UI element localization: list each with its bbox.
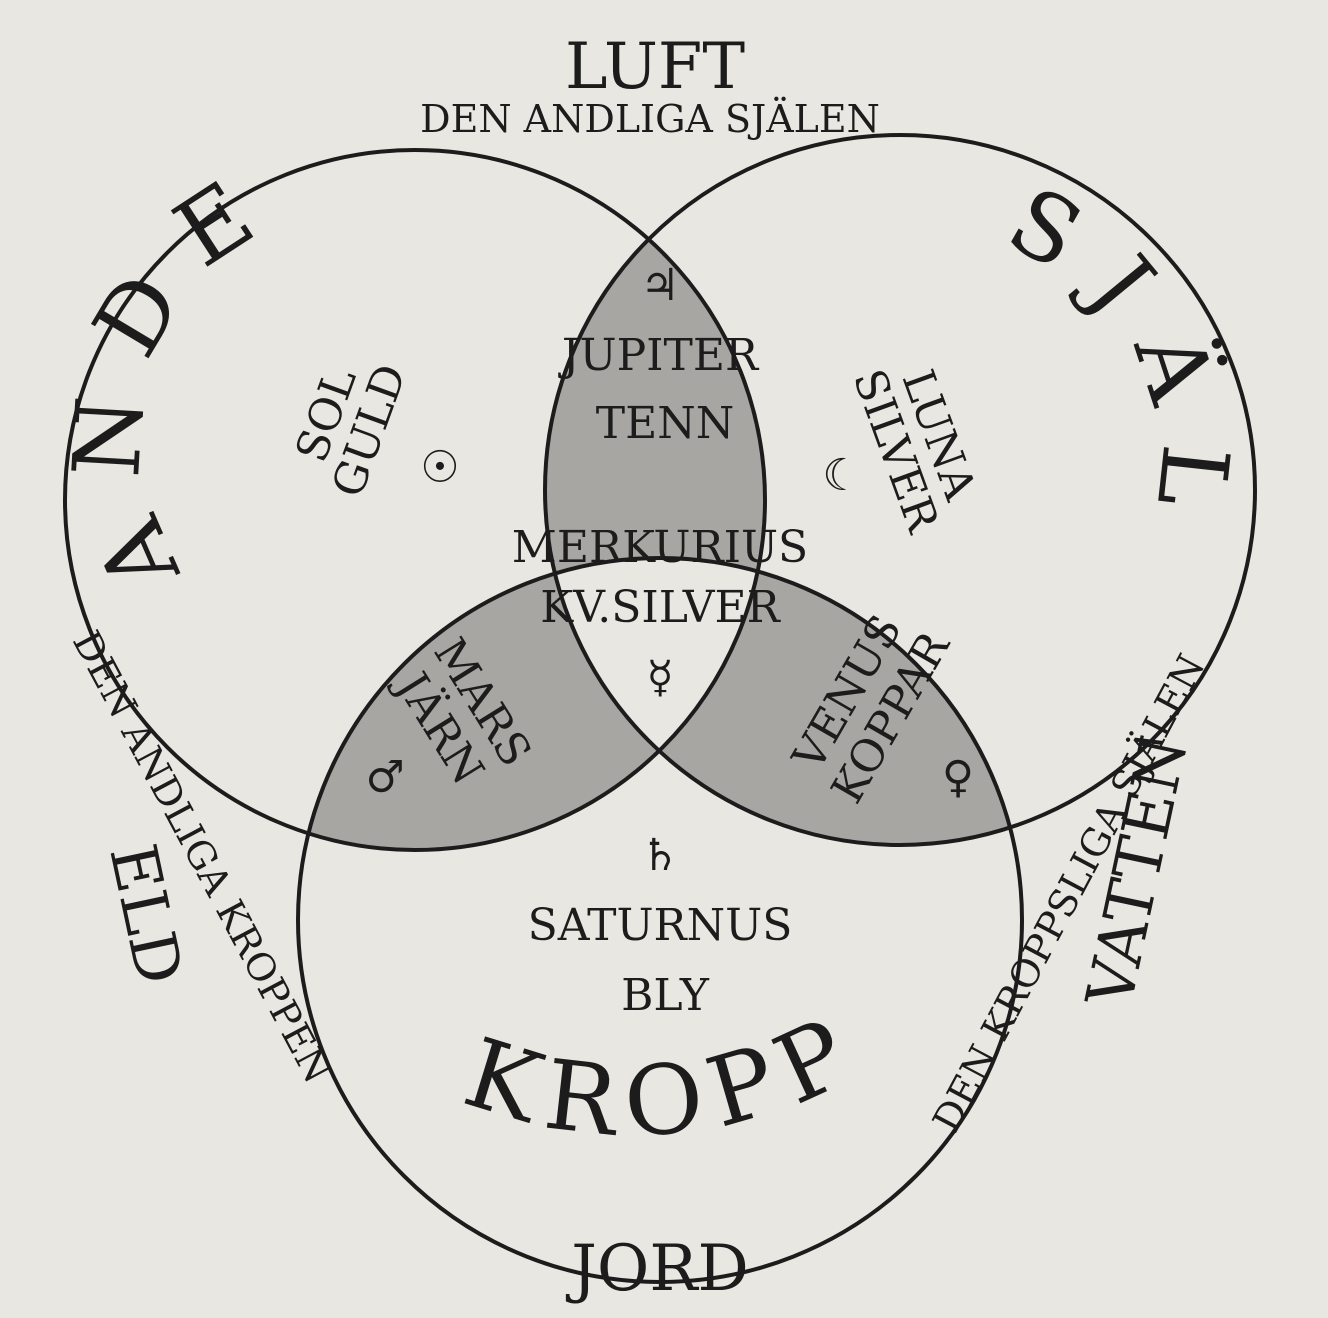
circle-kropp bbox=[296, 556, 1024, 1284]
tenn-label: TENN bbox=[596, 398, 734, 449]
kvsilver-label: KV.SILVER bbox=[540, 582, 781, 633]
sun-icon: ☉ bbox=[420, 442, 459, 493]
circle-ande bbox=[63, 148, 767, 852]
mars-icon: ♂ bbox=[365, 752, 404, 803]
bly-label: BLY bbox=[621, 970, 710, 1021]
saturnus-label: SATURNUS bbox=[528, 900, 793, 951]
region-saturnus: ♄ SATURNUS BLY bbox=[528, 830, 793, 1021]
venus-icon: ♀ bbox=[942, 752, 974, 803]
label-luft-sub: DEN ANDLIGA SJÄLEN bbox=[420, 97, 880, 141]
merkurius-label: MERKURIUS bbox=[512, 522, 808, 573]
saturn-icon: ♄ bbox=[640, 830, 679, 881]
jupiter-icon: ♃ bbox=[640, 260, 679, 311]
moon-icon: ☾ bbox=[822, 450, 861, 501]
jupiter-label: JUPITER bbox=[558, 330, 760, 381]
circle-sjal bbox=[543, 133, 1257, 847]
label-luft: LUFT bbox=[565, 30, 745, 104]
label-jord: JORD bbox=[565, 1232, 749, 1306]
region-jupiter: ♃ JUPITER TENN bbox=[558, 260, 760, 449]
region-merkurius: MERKURIUS KV.SILVER ☿ bbox=[512, 522, 808, 703]
mercury-icon: ☿ bbox=[646, 652, 673, 703]
